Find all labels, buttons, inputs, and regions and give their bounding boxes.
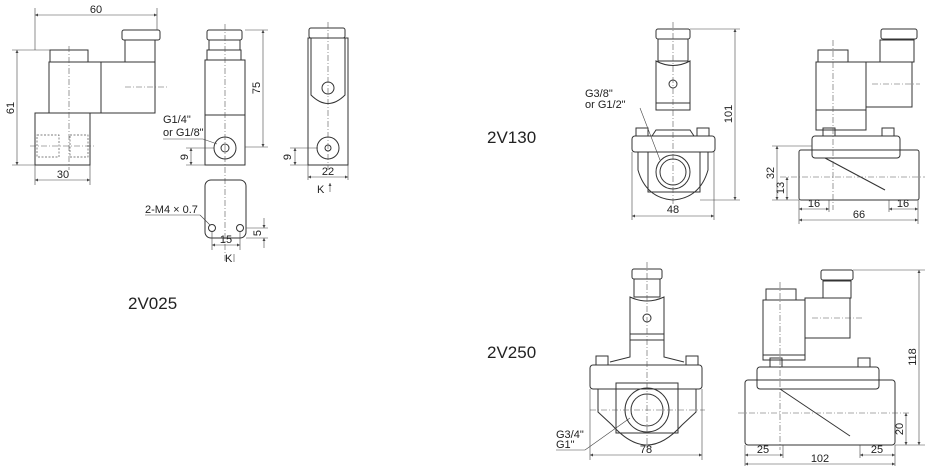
v130-front-view xyxy=(631,22,740,220)
dim-v250-port-left: 25 xyxy=(757,444,769,456)
v025-right-view xyxy=(290,22,349,192)
v130-port-label-1: G3/8" xyxy=(585,88,613,100)
v130-side-view xyxy=(772,28,925,224)
model-label-2v130: 2V130 xyxy=(487,128,536,147)
dim-v250-width: 78 xyxy=(640,444,652,456)
v025-port-label-1: G1/4" xyxy=(163,114,191,126)
v025-mount-label: 2-M4 × 0.7 xyxy=(145,204,198,216)
dim-v130-port-height: 13 xyxy=(775,182,787,194)
dim-v025-height: 61 xyxy=(5,102,17,114)
dim-v130-height: 101 xyxy=(723,105,735,123)
v025-side-view xyxy=(12,8,167,185)
dim-v025-hole-offset: 5 xyxy=(252,230,264,236)
dim-v025-hole-spacing: 15 xyxy=(220,234,232,246)
dim-v025-body-width: 22 xyxy=(322,166,334,178)
v025-port-label-2: or G1/8" xyxy=(163,127,204,139)
dim-v025-overall: 75 xyxy=(251,82,263,94)
dim-v025-port-offset-side: 9 xyxy=(282,154,294,160)
v250-front-view xyxy=(556,262,705,460)
v025-front-view xyxy=(163,24,268,262)
dim-v250-height: 118 xyxy=(907,348,919,366)
dim-v130-port-right: 16 xyxy=(897,198,909,210)
v025-bottom-view xyxy=(145,179,268,262)
dim-v025-base: 30 xyxy=(57,169,69,181)
v250-port-label-1: G3/4" xyxy=(556,429,584,441)
dim-v130-body-height: 32 xyxy=(765,167,777,179)
v130-port-label-2: or G1/2" xyxy=(585,99,626,111)
dim-v250-length: 102 xyxy=(811,453,829,465)
dim-v025-port-offset: 9 xyxy=(179,154,191,160)
v025-view-k-bottom: K xyxy=(225,253,233,265)
v250-side-view xyxy=(738,269,925,466)
dim-v025-width: 60 xyxy=(90,4,102,16)
v025-view-k-side: K xyxy=(317,184,325,196)
dim-v130-width: 48 xyxy=(667,204,679,216)
dim-v250-port-right: 25 xyxy=(871,444,883,456)
dim-v130-port-left: 16 xyxy=(808,198,820,210)
v250-port-label-2: G1" xyxy=(556,439,575,451)
model-label-2v025: 2V025 xyxy=(128,294,177,313)
dim-v250-port-height: 20 xyxy=(894,423,906,435)
dim-v130-length: 66 xyxy=(853,209,865,221)
model-label-2v250: 2V250 xyxy=(487,343,536,362)
